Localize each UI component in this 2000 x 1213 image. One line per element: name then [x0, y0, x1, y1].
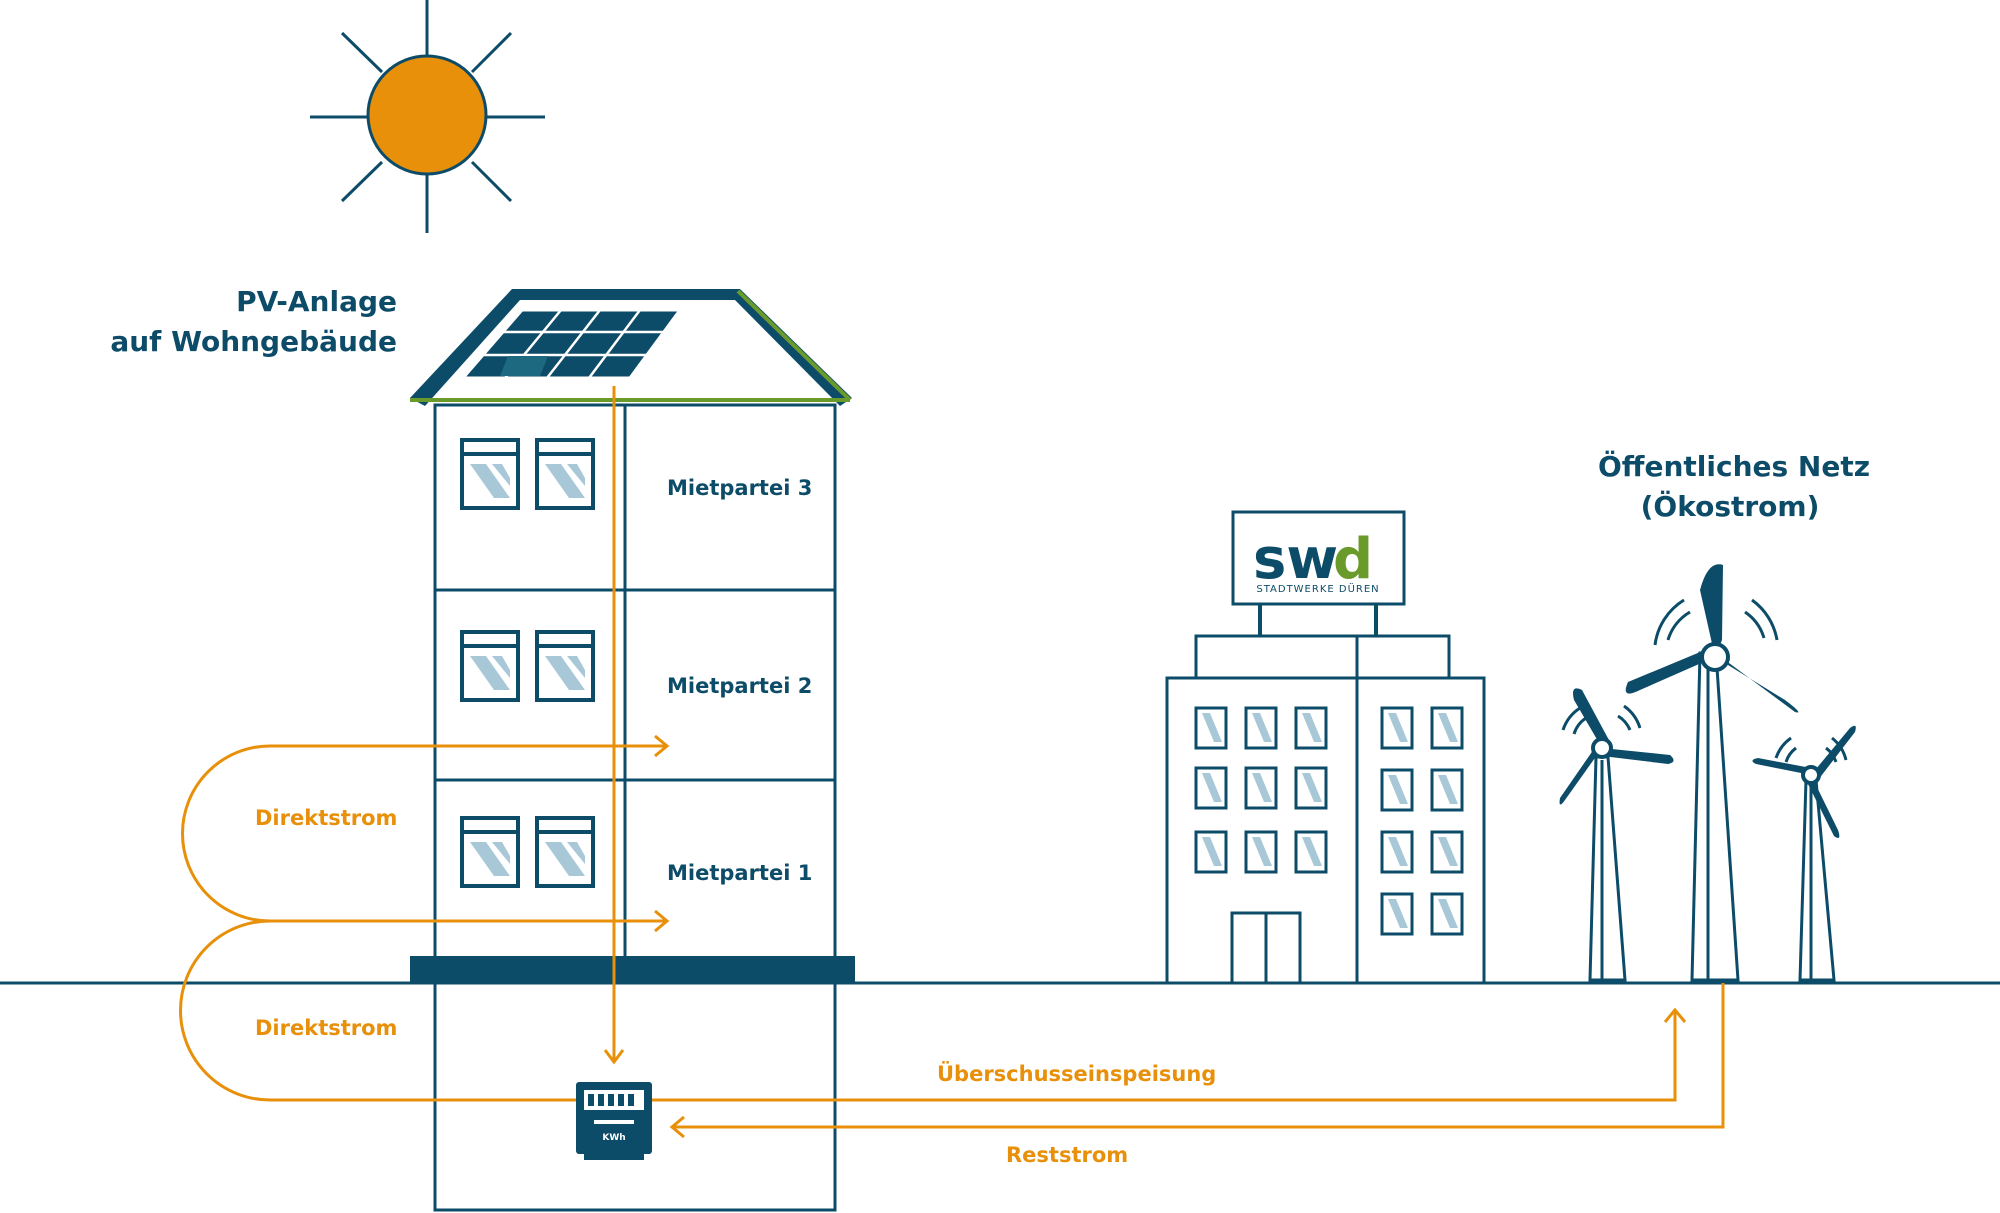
direct-power-label-lower: Direktstrom	[255, 1016, 398, 1040]
office-window-glare	[1438, 899, 1458, 928]
residual-power-label: Reststrom	[1006, 1143, 1129, 1167]
logo-tagline: STADTWERKE DÜREN	[1256, 582, 1379, 595]
office-window-glare	[1388, 713, 1408, 742]
electricity-meter-icon	[576, 1082, 652, 1160]
window	[460, 816, 520, 888]
pv-title-line1: PV-Anlage	[236, 285, 397, 318]
office-building-icon	[1165, 510, 1486, 985]
window	[460, 438, 520, 510]
turbine-motion-arcs	[1561, 598, 1848, 763]
grid-title: Öffentliches Netz (Ökostrom)	[1598, 447, 1871, 527]
meter-unit-label: KWh	[602, 1133, 625, 1143]
residential-building	[410, 289, 855, 1212]
office-window-glare	[1388, 837, 1408, 866]
window	[535, 438, 595, 510]
feed-in-label: Überschusseinspeisung	[937, 1062, 1217, 1086]
office-window-glare	[1302, 713, 1322, 742]
office-window-glare	[1302, 773, 1322, 802]
grid-title-line2: (Ökostrom)	[1640, 490, 1820, 523]
tenant-3-label: Mietpartei 3	[667, 476, 813, 500]
office-window-glare	[1388, 775, 1408, 804]
office-window-glare	[1252, 713, 1272, 742]
grid-title-line1: Öffentliches Netz	[1598, 450, 1871, 483]
office-windows	[1194, 706, 1464, 936]
office-window-glare	[1302, 837, 1322, 866]
solar-panel-icon	[459, 308, 683, 380]
turbine-blades	[1559, 564, 1856, 838]
office-window-glare	[1252, 837, 1272, 866]
office-window-glare	[1202, 773, 1222, 802]
tenant-1-label: Mietpartei 1	[667, 861, 813, 885]
residential-windows	[460, 438, 595, 888]
pv-title: PV-Anlage auf Wohngebäude	[110, 282, 397, 362]
office-window-glare	[1252, 773, 1272, 802]
office-window-glare	[1438, 837, 1458, 866]
office-window	[1294, 766, 1328, 810]
office-window-glare	[1438, 713, 1458, 742]
office-window-glare	[1438, 775, 1458, 804]
direct-power-label-upper: Direktstrom	[255, 806, 398, 830]
wind-turbine-icon	[1588, 651, 1836, 982]
logo-d: d	[1333, 527, 1373, 592]
office-window-glare	[1202, 713, 1222, 742]
office-window-glare	[1202, 837, 1222, 866]
pv-title-line2: auf Wohngebäude	[110, 325, 397, 358]
logo-sw: sw	[1253, 527, 1338, 592]
flow-lines	[179, 386, 1725, 1139]
sun-icon	[310, 0, 545, 233]
tenant-2-label: Mietpartei 2	[667, 674, 813, 698]
office-window-glare	[1388, 899, 1408, 928]
office-window	[1380, 830, 1414, 874]
window	[535, 630, 595, 702]
window	[460, 630, 520, 702]
window	[535, 816, 595, 888]
